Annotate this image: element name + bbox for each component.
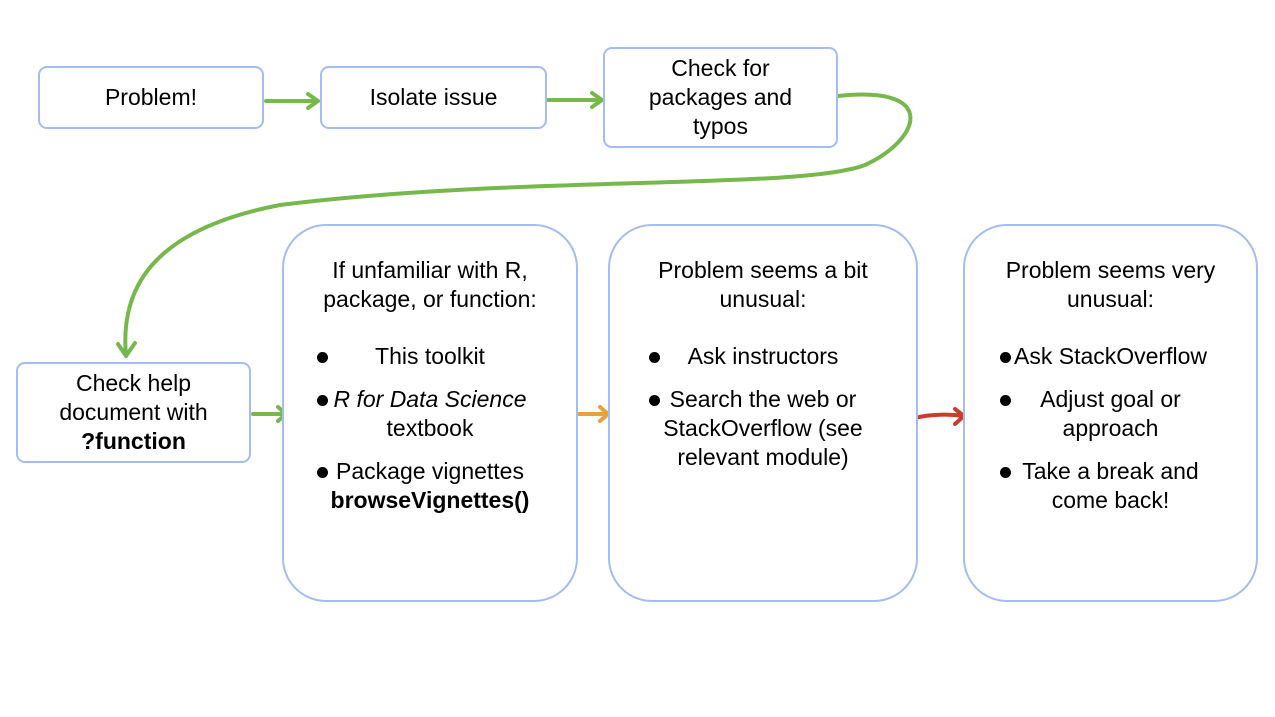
step-isolate-issue: Isolate issue xyxy=(320,66,547,129)
panel-very-unusual: Problem seems very unusual: Ask StackOve… xyxy=(963,224,1258,602)
arrow-problem-to-isolate xyxy=(264,92,320,110)
unfamiliar-item-1-text: This toolkit xyxy=(375,343,485,369)
panel-unfamiliar-title: If unfamiliar with R, package, or functi… xyxy=(323,256,537,314)
arrow-isolate-to-check xyxy=(546,91,604,109)
bit-unusual-item-search: Search the web or StackOverflow (see rel… xyxy=(649,385,863,472)
step-check-packages-typos: Check for packages and typos xyxy=(603,47,838,148)
bit-unusual-title-line-1: Problem seems a bit xyxy=(658,257,868,283)
very-unusual-item-take-break: Take a break and come back! xyxy=(1000,457,1207,515)
arrow-bit-to-very-unusual xyxy=(913,407,966,426)
very-unusual-title-line-2: unusual: xyxy=(1067,286,1154,312)
bit-unusual-item-2-line-2: StackOverflow (see xyxy=(663,415,863,441)
panel-unfamiliar: If unfamiliar with R, package, or functi… xyxy=(282,224,578,602)
check-packages-line-2: packages and xyxy=(648,84,793,110)
very-unusual-item-stackoverflow: Ask StackOverflow xyxy=(1000,342,1207,371)
unfamiliar-item-toolkit: This toolkit xyxy=(316,342,530,371)
unfamiliar-list: This toolkit R for Data Science textbook… xyxy=(316,328,530,515)
check-help-line-2: document with xyxy=(59,399,208,425)
panel-bit-unusual-title: Problem seems a bit unusual: xyxy=(658,256,868,314)
very-unusual-title-line-1: Problem seems very xyxy=(1005,257,1216,283)
unfamiliar-item-2-rest: textbook xyxy=(386,415,474,441)
very-unusual-item-3-line-2: come back! xyxy=(1051,487,1170,513)
unfamiliar-item-3-code: browseVignettes() xyxy=(330,487,530,513)
step-check-help: Check help document with ?function xyxy=(16,362,251,463)
very-unusual-list: Ask StackOverflow Adjust goal or approac… xyxy=(1000,328,1207,515)
unfamiliar-item-vignettes: Package vignettes browseVignettes() xyxy=(316,457,530,515)
panel-bit-unusual: Problem seems a bit unusual: Ask instruc… xyxy=(608,224,918,602)
unfamiliar-item-3-line-1: Package vignettes xyxy=(336,458,524,484)
unfamiliar-title-line-1: If unfamiliar with R, xyxy=(332,257,528,283)
bit-unusual-list: Ask instructors Search the web or StackO… xyxy=(649,328,863,472)
check-help-line-1: Check help xyxy=(75,370,192,396)
bit-unusual-item-2-line-1: Search the web or xyxy=(669,386,857,412)
very-unusual-item-2-line-1: Adjust goal or xyxy=(1040,386,1181,412)
very-unusual-item-3-line-1: Take a break and xyxy=(1022,458,1199,484)
check-packages-line-3: typos xyxy=(693,113,748,139)
step-problem: Problem! xyxy=(38,66,264,129)
unfamiliar-item-2-italic: R for Data Science xyxy=(333,386,527,412)
check-help-code: ?function xyxy=(81,428,186,454)
bit-unusual-item-1-text: Ask instructors xyxy=(687,343,839,369)
bit-unusual-title-line-2: unusual: xyxy=(719,286,807,312)
unfamiliar-item-r4ds: R for Data Science textbook xyxy=(316,385,530,443)
unfamiliar-title-line-2: package, or function: xyxy=(323,286,537,312)
very-unusual-item-adjust-goal: Adjust goal or approach xyxy=(1000,385,1207,443)
check-packages-line-1: Check for xyxy=(671,55,770,81)
very-unusual-item-1-text: Ask StackOverflow xyxy=(1014,343,1207,369)
bit-unusual-item-instructors: Ask instructors xyxy=(649,342,862,371)
step-isolate-label: Isolate issue xyxy=(369,84,498,110)
step-problem-label: Problem! xyxy=(104,84,198,110)
arrow-unfamiliar-to-bit-unusual xyxy=(577,405,610,423)
very-unusual-item-2-line-2: approach xyxy=(1062,415,1159,441)
panel-very-unusual-title: Problem seems very unusual: xyxy=(1006,256,1216,314)
bit-unusual-item-2-line-3: relevant module) xyxy=(677,444,849,470)
